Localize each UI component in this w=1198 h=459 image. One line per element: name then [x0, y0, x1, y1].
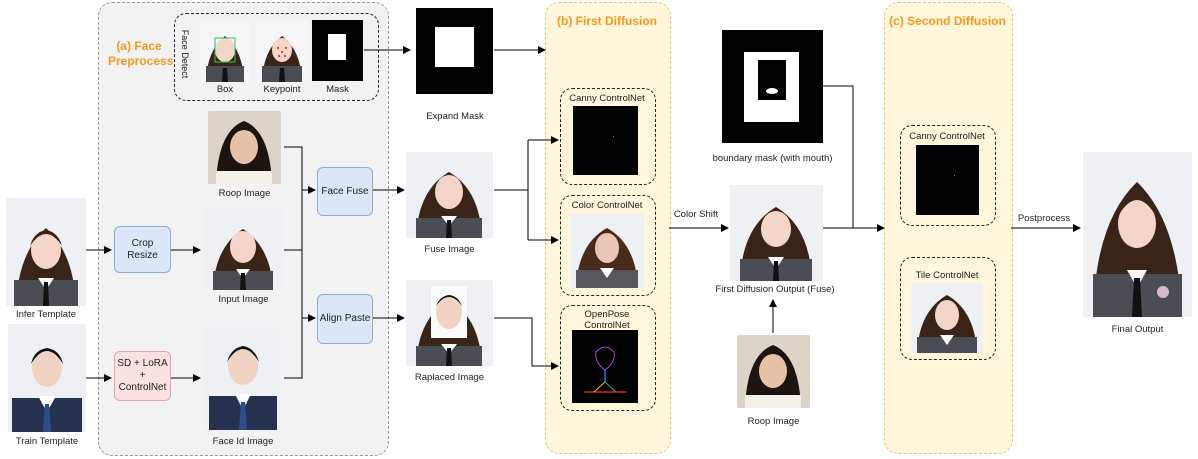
tile-label: Tile ControlNet: [915, 270, 979, 281]
first-diffusion-title: (b) First Diffusion: [557, 14, 657, 28]
expand-mask-label: Expand Mask: [426, 111, 484, 122]
canny-controlnet-box-2: [900, 125, 996, 226]
face-fuse-box: Face Fuse: [317, 167, 373, 216]
replaced-image: [406, 280, 493, 366]
sd-lora-controlnet-box: SD + LoRA + ControlNet: [114, 351, 171, 401]
face-id-image-label: Face Id Image: [212, 436, 274, 447]
first-color-label: Color ControlNet: [571, 200, 643, 211]
color-shift-label: Color Shift: [673, 209, 719, 220]
final-output-image: [1083, 152, 1192, 317]
openpose-controlnet-box: [560, 305, 656, 411]
keypoint-image: [256, 20, 308, 82]
roop-image-right: [737, 335, 810, 408]
mask-label: Mask: [326, 84, 349, 95]
boundary-mask-label: boundary mask (with mouth): [712, 153, 833, 164]
first-canny-label: Canny ControlNet: [569, 93, 645, 104]
first-color-image: [570, 214, 644, 288]
fuse-image: [406, 152, 493, 238]
second-canny-image: [916, 145, 979, 215]
boundary-mask-image: [722, 30, 823, 143]
fuse-image-label: Fuse Image: [424, 244, 475, 255]
first-output-label: First Diffusion Output (Fuse): [715, 284, 835, 295]
align-paste-box: Align Paste: [317, 294, 373, 344]
input-image: [205, 207, 282, 290]
mask-image: [312, 20, 363, 81]
tile-controlnet-box: [900, 257, 996, 360]
input-image-label: Input Image: [218, 294, 269, 305]
first-canny-image: [573, 106, 638, 175]
replaced-image-label: Raplaced Image: [414, 372, 485, 383]
train-template-image: [8, 324, 86, 432]
tile-image: [911, 283, 983, 353]
roop-image-right-label: Roop Image: [747, 416, 800, 427]
infer-template-label: Infer Template: [15, 309, 77, 320]
openpose-image: [572, 330, 638, 403]
postprocess-label: Postprocess: [1017, 213, 1071, 224]
second-diffusion-panel: [884, 2, 1013, 454]
roop-image-left-label: Roop Image: [218, 188, 271, 199]
second-canny-label: Canny ControlNet: [909, 131, 985, 142]
second-diffusion-title: (c) Second Diffusion: [889, 14, 1006, 28]
face-detect-box: [174, 13, 379, 101]
canny-controlnet-box-1: [560, 88, 656, 185]
infer-template-image: [6, 198, 86, 306]
keypoint-label: Keypoint: [263, 84, 301, 95]
roop-image-left: [208, 111, 281, 184]
expand-mask-image: [416, 8, 493, 94]
box-image: [200, 20, 250, 82]
openpose-label: OpenPose ControlNet: [560, 309, 654, 331]
box-label: Box: [216, 84, 234, 95]
color-controlnet-box: [560, 195, 656, 296]
face-id-image: [205, 326, 281, 430]
first-output-image: [730, 185, 823, 281]
train-template-label: Train Template: [15, 436, 79, 447]
crop-resize-box: Crop Resize: [114, 226, 171, 273]
final-output-label: Final Output: [1111, 324, 1164, 335]
preprocess-title: (a) Face Preprocess: [108, 39, 174, 68]
openpose-label-text: OpenPose ControlNet: [584, 309, 630, 331]
